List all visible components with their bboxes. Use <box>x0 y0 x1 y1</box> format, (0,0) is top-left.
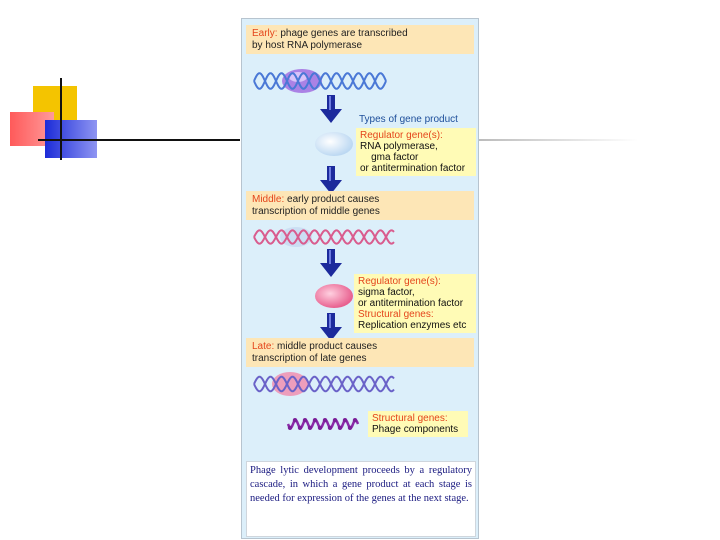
chain-bead <box>332 418 338 423</box>
late-structural-title: Structural genes: <box>372 413 448 424</box>
figure-caption: Phage lytic development proceeds by a re… <box>246 461 476 537</box>
late-keyword: Late: <box>252 341 275 352</box>
middle-product-note: Regulator gene(s): sigma factor, or anti… <box>354 274 476 333</box>
early-product-note: Regulator gene(s): RNA polymerase, gma f… <box>356 128 476 176</box>
chain-bead <box>317 425 323 430</box>
early-dna-helix <box>253 69 387 93</box>
chain-bead <box>327 425 333 430</box>
late-dna-strand-b <box>253 375 395 393</box>
phage-cascade-figure: Early: phage genes are transcribed by ho… <box>241 18 479 539</box>
phage-components-chain <box>286 418 360 430</box>
late-product-note: Structural genes: Phage components <box>368 411 468 437</box>
chain-bead <box>307 425 313 430</box>
late-line2: transcription of late genes <box>252 352 367 364</box>
middle-product-line3: Replication enzymes etc <box>358 320 467 331</box>
middle-stage-header: Middle: early product causes transcripti… <box>246 191 474 220</box>
late-line1: middle product causes <box>274 341 378 352</box>
arrow-down-icon <box>320 166 342 194</box>
early-regulator-title: Regulator gene(s): <box>360 130 443 141</box>
arrow-down-icon <box>320 249 342 277</box>
late-dna-helix <box>253 372 395 396</box>
early-line2: by host RNA polymerase <box>252 39 363 51</box>
logo-horizontal-line <box>38 139 240 141</box>
logo-vertical-line <box>60 78 62 160</box>
early-keyword: Early: <box>252 28 278 39</box>
chain-bead <box>322 418 328 423</box>
arrow-down-icon <box>320 313 342 341</box>
chain-bead <box>352 418 358 423</box>
early-stage-header: Early: phage genes are transcribed by ho… <box>246 25 474 54</box>
middle-dna-strand-b <box>253 229 395 245</box>
middle-product-line2: or antitermination factor <box>358 298 464 309</box>
middle-line2: transcription of middle genes <box>252 205 380 217</box>
middle-line1: early product causes <box>284 194 380 205</box>
chain-bead <box>342 418 348 423</box>
title-rule-right <box>478 139 638 141</box>
chain-bead <box>312 418 318 423</box>
late-dna-strand-a <box>253 375 395 393</box>
early-product-ellipse <box>315 132 353 156</box>
early-product-line3: or antitermination factor <box>360 163 466 174</box>
chain-bead <box>297 425 303 430</box>
late-product-line1: Phage components <box>372 424 459 435</box>
early-product-line2: gma factor <box>360 152 419 163</box>
arrow-down-icon <box>320 95 342 123</box>
middle-keyword: Middle: <box>252 194 285 205</box>
middle-regulator-title: Regulator gene(s): <box>358 276 441 287</box>
chain-bead <box>347 425 353 430</box>
early-product-line1: RNA polymerase, <box>360 141 438 152</box>
types-of-gene-product-label: Types of gene product <box>359 114 458 125</box>
middle-product-ellipse <box>315 284 353 308</box>
early-dna-strand-b <box>253 72 387 90</box>
middle-polymerase-blob <box>280 227 312 247</box>
chain-bead <box>302 418 308 423</box>
middle-dna-helix <box>253 227 395 247</box>
late-stage-header: Late: middle product causes transcriptio… <box>246 338 474 367</box>
chain-bead <box>292 418 298 423</box>
chain-bead <box>337 425 343 430</box>
late-polymerase-blob <box>272 372 308 396</box>
chain-bead <box>287 425 293 430</box>
early-line1: phage genes are transcribed <box>277 28 408 39</box>
middle-structural-title: Structural genes: <box>358 309 434 320</box>
middle-product-line1: sigma factor, <box>358 287 415 298</box>
middle-dna-strand-a <box>253 229 395 245</box>
